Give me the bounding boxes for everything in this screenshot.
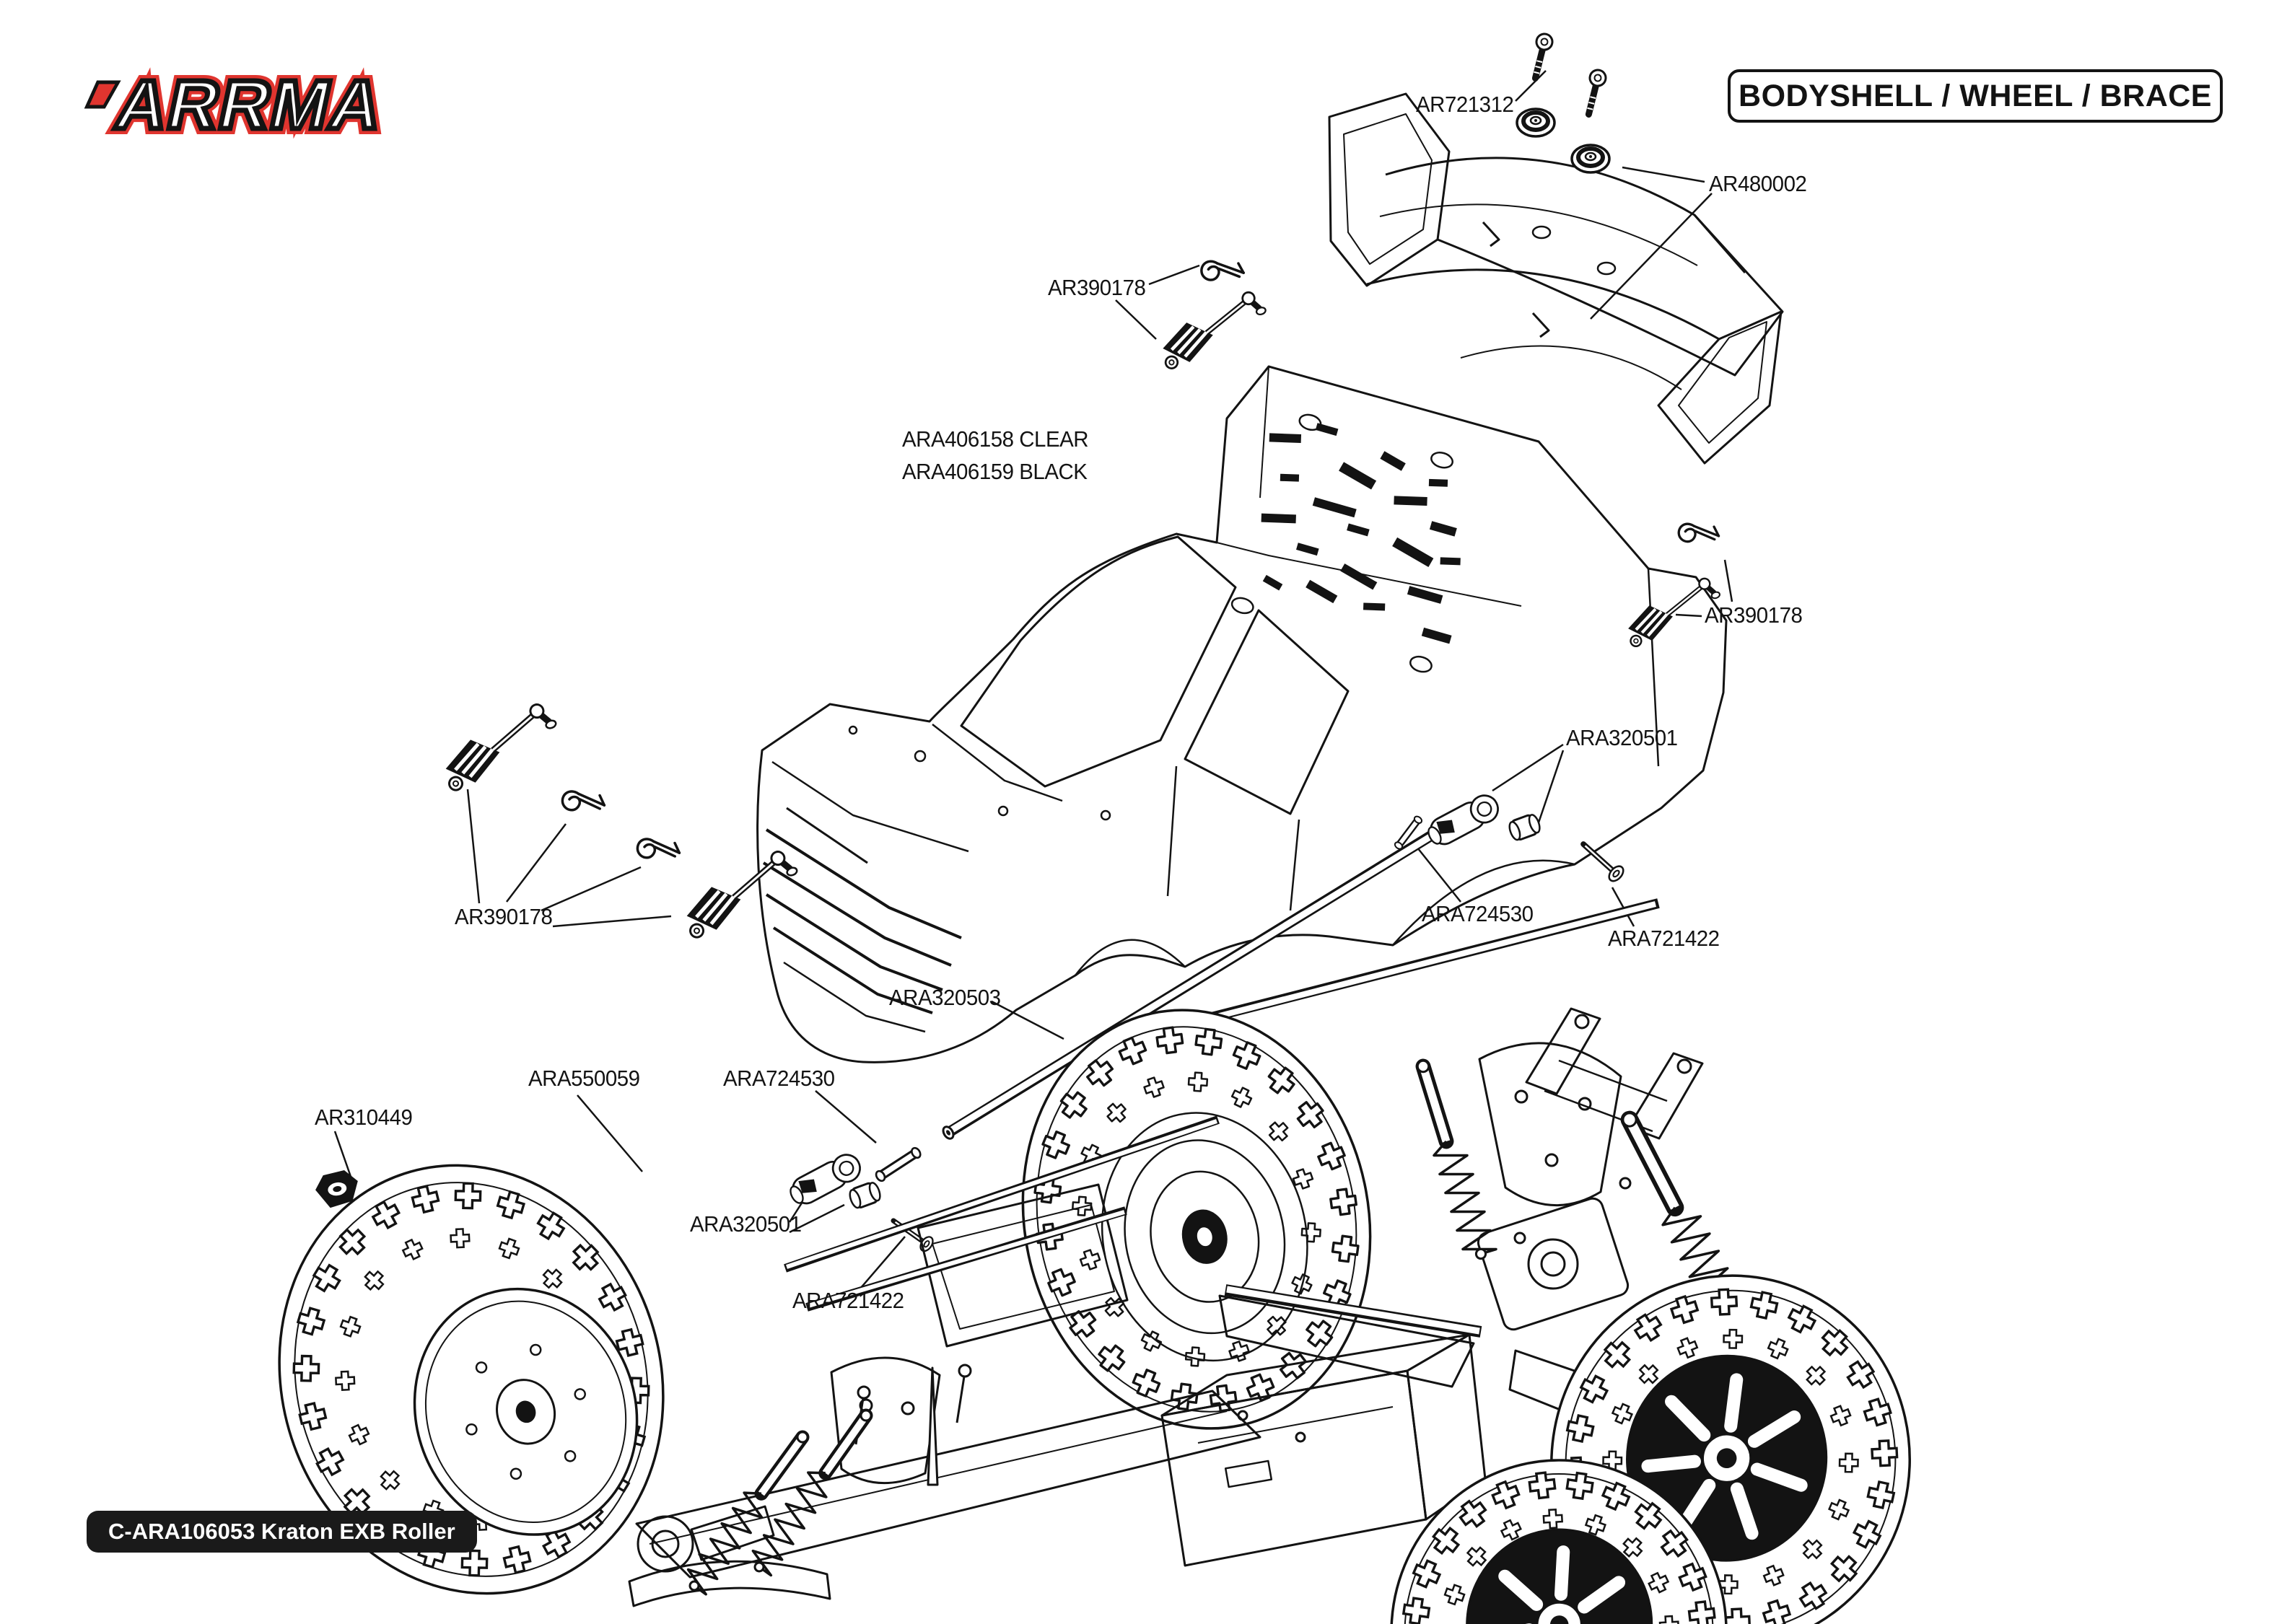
rod-end-icon <box>1422 789 1504 851</box>
page-title: BODYSHELL / WHEEL / BRACE <box>1728 69 2223 123</box>
part-label-ar390178-right: AR390178 <box>1705 602 1803 628</box>
part-label-ara320501-right: ARA320501 <box>1566 725 1678 750</box>
engine-detail-plate <box>1230 413 1461 673</box>
leader-lines <box>333 70 1733 1289</box>
logo-text-halo: ARRMA <box>110 66 391 144</box>
body-mount-icon <box>1153 289 1274 370</box>
body-clip-icon <box>1676 519 1722 548</box>
part-label-ara721422-left: ARA721422 <box>792 1288 904 1313</box>
part-label-ar310449: AR310449 <box>315 1105 413 1130</box>
body-clip-icon <box>634 834 683 866</box>
shock-absorber-icon <box>751 1408 873 1577</box>
brace-screw-icon <box>1578 838 1626 884</box>
shock-absorber-icon <box>686 1430 810 1596</box>
part-label-ar480002: AR480002 <box>1709 171 1807 196</box>
wheel-tire-drawing <box>1390 1459 1728 1624</box>
bodyshell-drawing <box>756 365 1728 1063</box>
wing-grommet-icon <box>1572 145 1609 172</box>
body-clip-icon <box>1199 257 1246 286</box>
part-label-ar390178-top: AR390178 <box>1048 275 1146 300</box>
chassis-drawing <box>628 1007 1706 1607</box>
part-label-ara320503: ARA320503 <box>889 985 1001 1010</box>
kit-id-badge: C-ARA106053 Kraton EXB Roller <box>87 1511 477 1553</box>
part-label-ara550059: ARA550059 <box>528 1066 640 1091</box>
logo-text: ARRMA <box>110 66 391 144</box>
body-mount-icon <box>675 848 807 939</box>
rear-wing-drawing <box>1328 92 1784 465</box>
wing-screw-icon <box>1528 32 1554 80</box>
part-label-ara406158-clear: ARA406158 CLEAR <box>902 426 1089 452</box>
bushing-icon <box>847 1180 884 1211</box>
part-label-ara406159-black: ARA406159 BLACK <box>902 459 1088 484</box>
part-label-ar721312: AR721312 <box>1416 92 1514 117</box>
arrma-logo: ARRMA ARRMA <box>84 60 397 149</box>
part-label-ara320501-left: ARA320501 <box>690 1211 802 1237</box>
body-mount-icon <box>434 701 566 792</box>
part-label-ara724530-left: ARA724530 <box>723 1066 835 1091</box>
shock-absorber-icon <box>1415 1058 1497 1260</box>
part-label-ara724530-right: ARA724530 <box>1422 901 1534 926</box>
bushing-icon <box>1506 812 1544 843</box>
wheel-tire-drawing <box>278 1164 665 1595</box>
part-label-ara721422-right: ARA721422 <box>1608 926 1720 951</box>
body-clip-icon <box>559 786 608 818</box>
wing-screw-icon <box>1581 69 1608 116</box>
wing-grommet-icon <box>1517 109 1554 136</box>
brace-pin-icon <box>875 1146 922 1182</box>
body-brace-rod-drawing <box>942 816 1458 1140</box>
part-label-ar390178-left: AR390178 <box>455 904 553 929</box>
rocker-trim-drawing <box>1165 898 1660 1034</box>
